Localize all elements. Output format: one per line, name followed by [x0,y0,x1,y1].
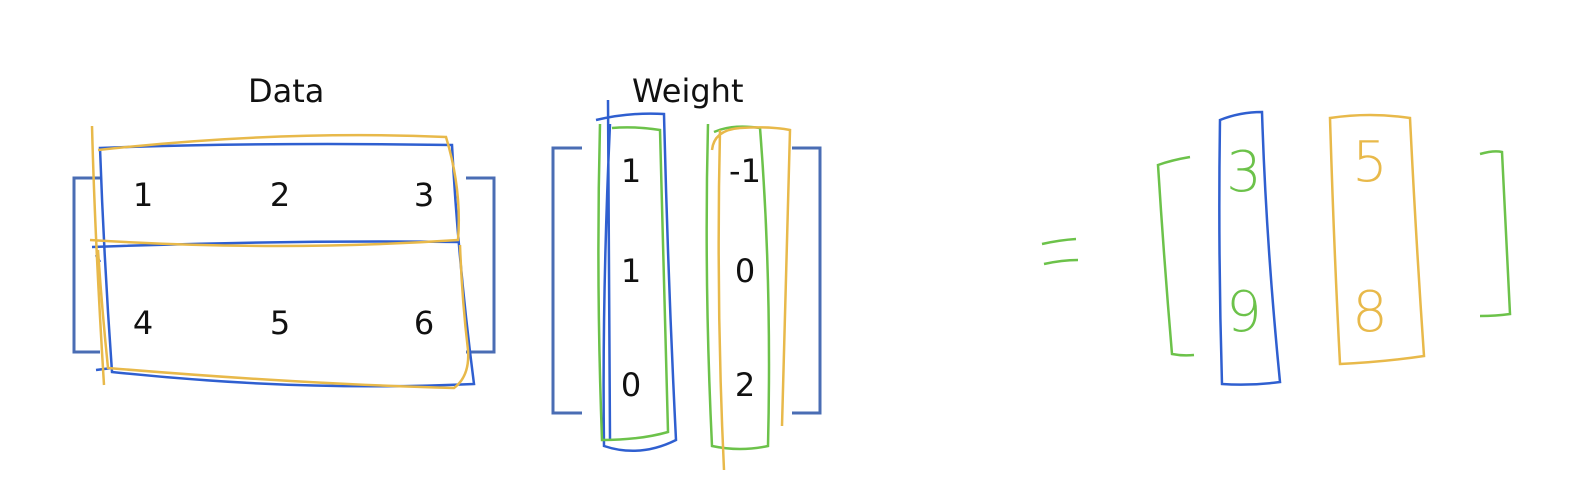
result-cell-r2c2: 8 [1352,280,1388,345]
result-cell-r1c1: 3 [1226,140,1262,205]
data-yellow-row1 [89,125,461,386]
weight-cell-r2c2: 0 [734,252,756,290]
weight-right-bracket [792,146,822,415]
result-left-bracket [1156,155,1195,357]
weight-title: Weight [632,72,744,110]
data-blue-outline [98,142,476,388]
data-right-bracket [466,176,496,354]
result-right-bracket [1479,150,1512,318]
data-yellow-row2 [96,244,470,390]
weight-green-column1 [597,123,670,442]
weight-cell-r3c2: 2 [734,366,756,404]
data-cell-r1c2: 2 [269,176,291,214]
data-cell-r2c2: 5 [269,304,291,342]
result-blue-column [1218,110,1282,386]
data-cell-r1c3: 3 [413,176,435,214]
result-cell-r2c1: 9 [1226,280,1262,345]
data-left-bracket [72,176,100,354]
equals-sign [1041,237,1079,266]
data-cell-r2c3: 6 [413,304,435,342]
equals-text: = [1040,226,1041,227]
weight-cell-r2c1: 1 [620,252,642,290]
result-yellow-column [1328,113,1426,366]
weight-yellow-column2 [710,126,792,471]
weight-cell-r1c2: -1 [729,152,761,190]
result-cell-r1c2: 5 [1352,130,1388,195]
weight-left-bracket [551,146,582,415]
weight-cell-r1c1: 1 [620,152,642,190]
weight-blue-column1 [595,99,678,452]
weight-cell-r3c1: 0 [620,366,642,404]
data-cell-r2c1: 4 [132,304,154,342]
data-title: Data [248,72,325,110]
data-cell-r1c1: 1 [132,176,154,214]
